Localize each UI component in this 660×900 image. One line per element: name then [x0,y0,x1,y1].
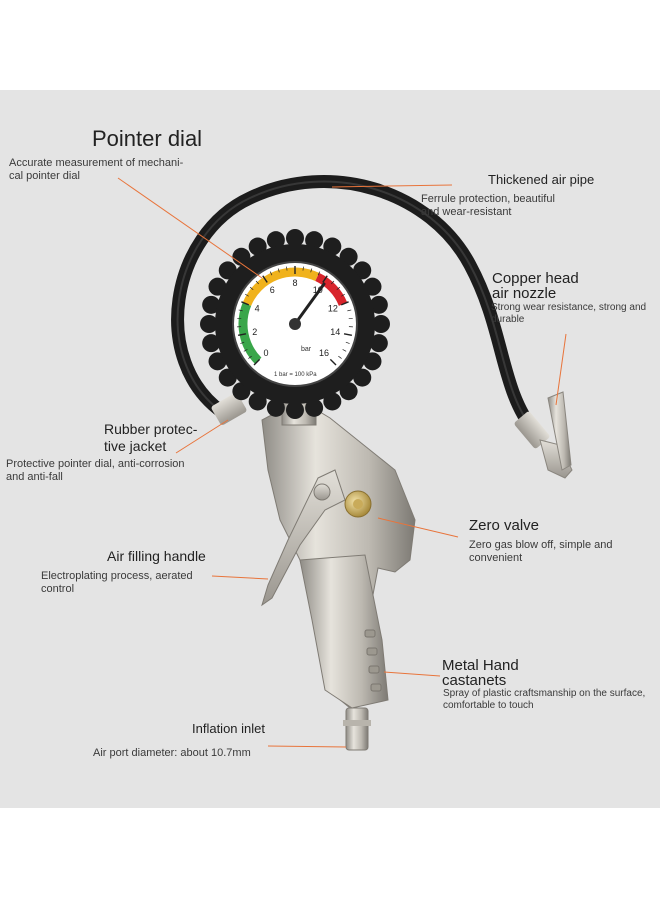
trigger-pivot [313,483,331,501]
jacket-tooth [305,398,324,417]
gauge-tick [262,275,268,283]
jacket-tooth [208,352,227,371]
gauge-tick [248,355,252,359]
gauge-number: 4 [255,303,260,313]
metal-hand-grip [299,554,389,709]
gauge-tick [253,358,261,366]
air-handle-title: Air filling handle [107,548,206,564]
jacket-tooth [363,277,382,296]
leader-copper-head [555,333,567,406]
rubber-jacket-title: Rubber protec- tive jacket [104,421,198,454]
gauge-tick [347,309,352,312]
gauge-red-zone [315,272,348,307]
gauge-unit: bar [301,346,312,353]
copper-head-title: Copper head air nozzle [492,270,579,302]
gauge-number: 6 [270,285,275,295]
leader-rubber-jacket [175,419,229,454]
gauge-numbers: 0 2 46 8 10 12 14 16 [252,278,340,358]
leader-zero-valve [377,517,459,538]
gauge-tick [243,349,248,352]
gauge-tick [338,355,342,359]
leader-air-pipe [331,184,453,188]
air-pipe-desc: Ferrule protection, beautiful and wear-r… [421,193,555,218]
gauge-pivot [289,318,301,330]
jacket-tooth [323,237,342,256]
gauge-tick [322,275,328,283]
gauge-tick [317,271,321,276]
jacket-tooth [248,392,267,411]
gauge-tick [245,293,249,297]
jacket-tooth [363,352,382,371]
jacket-tooth [369,334,388,353]
jacket-tooth [208,277,227,296]
gauge-tick [345,341,350,344]
jacket-tooth [305,231,324,250]
inflation-inlet-desc: Air port diameter: about 10.7mm [93,747,251,759]
metal-hand-title: Metal Hand castanets [442,657,519,689]
gauge-tick [331,280,335,285]
gauge-tick [286,266,288,271]
gauge-number: 8 [292,278,297,288]
copper-head-desc: Strong wear resistance, strong and durab… [491,302,647,325]
air-pipe-title: Thickened air pipe [488,172,595,187]
jacket-tooth [248,237,267,256]
nozzle-ferrule [514,411,550,449]
gauge-tick [249,286,254,291]
hose-ferrule [211,393,247,425]
gauge-tick [341,293,345,297]
grip-holes [364,629,382,692]
leader-lines [117,177,567,748]
inflation-inlet-title: Inflation inlet [192,721,265,736]
leader-air-handle [211,575,269,580]
air-filling-trigger [261,469,346,607]
metal-hand-desc: Spray of plastic craftsmanship on the su… [443,688,646,711]
gauge-tick [255,280,259,285]
gauge-number: 14 [330,327,340,337]
jacket-tooth [286,401,304,419]
gauge-tick [336,286,341,291]
jacket-tooth [202,334,221,353]
rubber-jacket-desc: Protective pointer dial, anti-corrosion … [6,458,185,483]
gauge-note: 1 bar = 100 kPa [274,372,317,378]
jacket-tooth [202,295,221,314]
jacket-tooth [266,231,285,250]
gauge-ticks [237,266,353,366]
jacket-tooth [369,295,388,314]
gauge-pointer [293,282,326,326]
gauge-tick [277,268,280,273]
gauge-number: 16 [319,348,329,358]
pointer-dial-desc: Accurate measurement of mechani- cal poi… [9,157,184,182]
gauge-yellow-zone [242,267,320,306]
gauge-tick [240,341,245,344]
zero-valve-title: Zero valve [469,517,540,534]
jacket-tooth [323,392,342,411]
jacket-tooth [200,315,218,333]
gauge-tick [237,333,247,337]
gauge-tick [241,301,250,306]
gauge-number: 2 [252,327,257,337]
jacket-tooth [286,229,304,247]
leader-pointer-dial [117,177,263,279]
gauge-number: 0 [264,348,269,358]
zero-valve-desc: Zero gas blow off, simple and convenient [469,539,613,564]
gauge-tick [269,271,273,276]
jacket-tooth [266,398,285,417]
gauge-number: 12 [328,303,338,313]
gauge-tick [302,266,304,271]
air-handle-desc: Electroplating process, aerated control [41,570,193,595]
gauge-tick [238,309,243,312]
pointer-dial-title: Pointer dial [92,126,203,151]
inflation-inlet [345,707,369,751]
gauge-number: 10 [313,285,323,295]
jacket-tooth [372,315,390,333]
gauge-tick [310,268,313,273]
gauge-tick [342,349,347,352]
gauge-tick [340,301,349,306]
gauge-tick [343,333,353,337]
leader-metal-hand [383,671,441,677]
leader-inflation-inlet [267,745,347,748]
gauge-tick [329,358,337,366]
